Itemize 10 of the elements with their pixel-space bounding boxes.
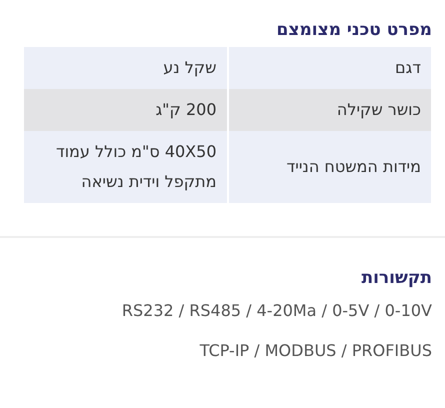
- value-cell: 40X50 ס"מ כולל עמוד מתקפל וידית נשיאה: [24, 131, 226, 203]
- spec-text: RS232 / RS485 / 4-20Ma / 0-5V / 0-10V: [122, 301, 432, 320]
- value-cell: שקל נע: [24, 47, 226, 89]
- section-heading: תקשורות: [361, 268, 432, 288]
- value-cell: 200 ק"ג: [24, 89, 226, 131]
- row-header-cell: מידות המשטח הנייד: [228, 131, 431, 203]
- row-header-cell: דגם: [228, 47, 431, 89]
- section-heading: מפרט טכני מצומצם: [276, 20, 432, 40]
- row-header-cell: כושר שקילה: [228, 89, 431, 131]
- spec-text: TCP-IP / MODBUS / PROFIBUS: [200, 341, 432, 360]
